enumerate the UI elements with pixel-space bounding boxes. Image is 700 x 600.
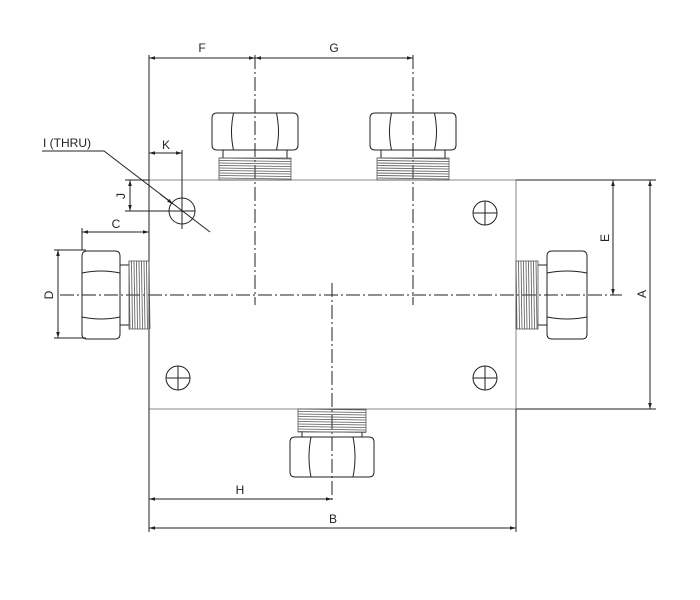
fittings: [81, 112, 588, 478]
bottom-fitting: [289, 408, 375, 478]
hex-nut: [289, 436, 375, 478]
dim-C: C: [112, 217, 121, 231]
hex-nut: [211, 112, 299, 151]
top-fitting-left: [211, 112, 299, 181]
top-fitting-right: [369, 112, 457, 181]
mounting-hole: [472, 365, 498, 391]
thread: [128, 260, 151, 330]
mounting-hole: [472, 200, 498, 226]
dimensions: F G K I (THRU) J C D E A H: [42, 41, 656, 532]
dim-I-thru: I (THRU): [43, 136, 91, 150]
hex-nut: [546, 250, 588, 340]
dim-D: D: [42, 290, 56, 299]
thread: [218, 157, 292, 181]
mounting-holes: [165, 150, 498, 391]
centerlines: [60, 55, 622, 502]
hex-nut: [369, 112, 457, 151]
thread: [515, 260, 539, 330]
left-fitting: [81, 250, 151, 340]
thread: [297, 408, 367, 433]
dim-H: H: [236, 483, 245, 497]
dim-K: K: [162, 138, 170, 152]
dim-B: B: [329, 512, 337, 526]
dim-J: J: [114, 193, 128, 199]
thread: [376, 157, 450, 181]
mounting-hole: [165, 365, 191, 391]
dim-A: A: [635, 290, 649, 298]
dim-F: F: [198, 41, 205, 55]
dim-G: G: [329, 41, 338, 55]
right-fitting: [515, 250, 588, 340]
dim-E: E: [598, 234, 612, 242]
hex-nut: [81, 250, 121, 340]
